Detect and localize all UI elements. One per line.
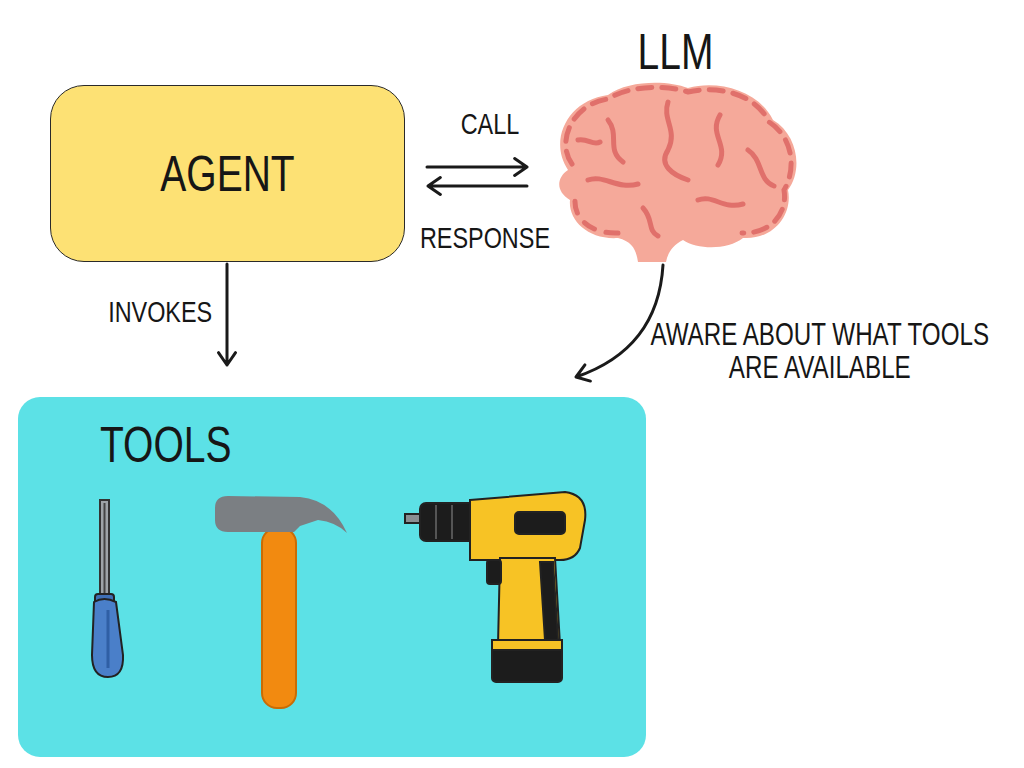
edge-label: RESPONSE [400, 222, 570, 254]
node-label: LLM [576, 26, 775, 79]
brain-fold [665, 102, 688, 180]
brain-shape [559, 83, 796, 262]
brain-fold [698, 199, 743, 206]
brain-fold [716, 115, 721, 165]
arrow-connector [576, 265, 663, 381]
brain-edge [575, 200, 618, 233]
brain-illustration [559, 83, 796, 262]
agent-box: AGENT [50, 85, 405, 262]
brain-fold [608, 120, 623, 162]
edge-label: CALL [430, 108, 550, 140]
brain-fold [578, 140, 600, 143]
edge-label: INVOKES [85, 296, 235, 328]
brain-fold [748, 150, 774, 186]
brain-fold [643, 208, 658, 236]
node-label: TOOLS [100, 419, 232, 472]
arrow-connector [427, 158, 527, 175]
node-label: AGENT [90, 147, 365, 200]
brain-edge [566, 87, 791, 233]
llm-brain: LLM [548, 20, 803, 265]
arrow-connector [428, 177, 527, 194]
arrow-connector [218, 264, 235, 365]
tools-panel: TOOLS [18, 397, 646, 757]
edge-label: AWARE ABOUT WHAT TOOLS ARE AVAILABLE [640, 318, 1000, 385]
brain-folds [566, 87, 791, 236]
brain-fold [588, 179, 638, 186]
